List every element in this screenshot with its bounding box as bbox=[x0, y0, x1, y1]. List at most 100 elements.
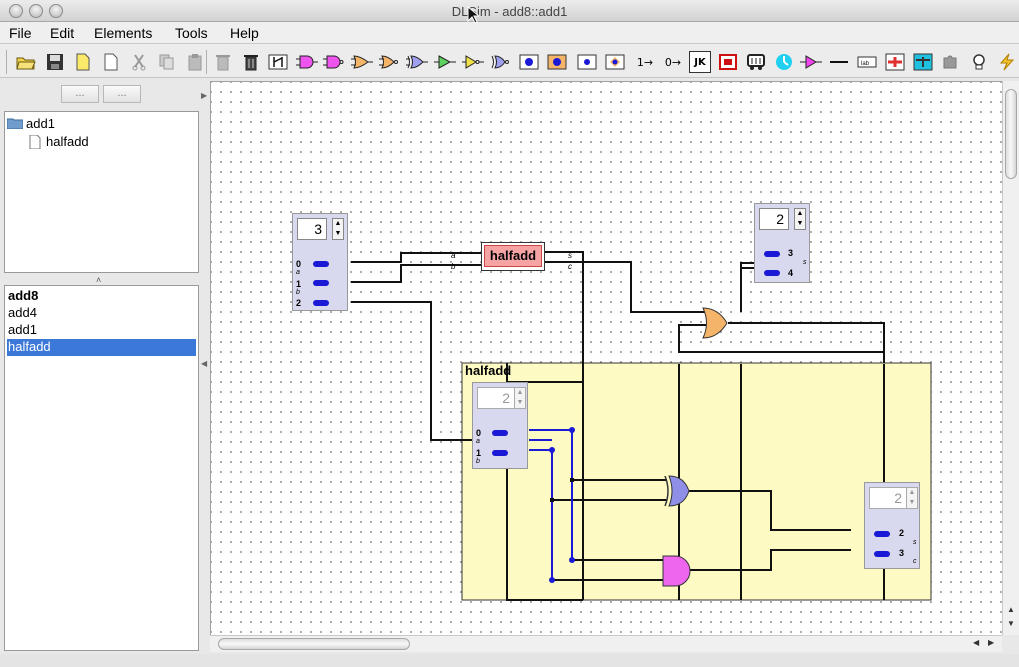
output-blue-icon[interactable] bbox=[576, 51, 598, 73]
and-gate-magenta-icon[interactable] bbox=[296, 51, 318, 73]
pin-label: 2 bbox=[296, 298, 302, 308]
count-field[interactable]: 2 bbox=[869, 487, 907, 509]
toggle-switch[interactable] bbox=[313, 300, 329, 306]
or-gate[interactable] bbox=[702, 307, 728, 339]
panel-button-1[interactable]: ... bbox=[61, 85, 99, 103]
pin-label: 1 bbox=[476, 448, 482, 458]
sub-input-module[interactable]: 2 ▲▼ 0 a 1 b bbox=[472, 382, 528, 469]
menu-tools[interactable]: Tools bbox=[175, 25, 208, 41]
list-item[interactable]: add4 bbox=[8, 305, 37, 320]
window-title: DLSim - add8::add1 bbox=[451, 4, 568, 19]
lightning-icon[interactable] bbox=[996, 51, 1018, 73]
input-blue-icon[interactable] bbox=[518, 51, 540, 73]
count-field[interactable]: 2 bbox=[759, 208, 789, 230]
close-window-button[interactable] bbox=[9, 4, 23, 18]
collapse-arrow-icon[interactable]: ▶ bbox=[201, 91, 208, 100]
count-field[interactable]: 2 bbox=[477, 387, 515, 409]
tristate-icon[interactable] bbox=[800, 51, 822, 73]
stepper-icon[interactable]: ▲▼ bbox=[332, 218, 344, 240]
nand-gate-magenta-icon[interactable] bbox=[323, 51, 345, 73]
stepper-icon[interactable]: ▲▼ bbox=[794, 208, 806, 230]
tree-child[interactable]: halfadd bbox=[46, 134, 89, 149]
vertical-scrollbar[interactable]: ▲ ▼ bbox=[1002, 81, 1019, 635]
buffer-green-icon[interactable] bbox=[434, 51, 456, 73]
circuit-canvas[interactable]: 3 ▲▼ 0 a 1 b 2 halfadd a b s c 2 ▲▼ 3 4 … bbox=[210, 81, 1002, 635]
list-item[interactable]: add1 bbox=[8, 322, 37, 337]
title-bar: DLSim - add8::add1 bbox=[0, 0, 1019, 22]
halfadd-label: halfadd bbox=[484, 245, 542, 267]
minimize-window-button[interactable] bbox=[29, 4, 43, 18]
cut-icon[interactable] bbox=[128, 51, 150, 73]
svg-text:lab: lab bbox=[861, 61, 870, 67]
probe-cyan-icon[interactable] bbox=[912, 51, 934, 73]
probe-red-icon[interactable] bbox=[884, 51, 906, 73]
menu-file[interactable]: File bbox=[9, 25, 32, 41]
horizontal-scroll-thumb[interactable] bbox=[218, 638, 410, 650]
bus-icon[interactable] bbox=[745, 51, 767, 73]
scroll-down-icon[interactable]: ▼ bbox=[1007, 619, 1015, 628]
wire-icon[interactable] bbox=[828, 51, 850, 73]
scroll-up-icon[interactable]: ▲ bbox=[1007, 605, 1015, 614]
tree-root[interactable]: add1 bbox=[26, 116, 55, 131]
pin-label: c bbox=[568, 262, 572, 271]
copy-icon[interactable] bbox=[156, 51, 178, 73]
text-label-icon[interactable]: lab bbox=[856, 51, 878, 73]
horizontal-scrollbar[interactable]: ◀ ▶ bbox=[210, 635, 1002, 652]
paste-icon[interactable] bbox=[184, 51, 206, 73]
puzzle-icon[interactable] bbox=[940, 51, 962, 73]
split-icon[interactable] bbox=[267, 51, 289, 73]
collapse-left-arrow-icon[interactable]: ◀ bbox=[201, 359, 208, 368]
count-field[interactable]: 3 bbox=[297, 218, 327, 240]
scroll-right-icon[interactable]: ▶ bbox=[988, 638, 995, 647]
trash-icon[interactable] bbox=[240, 51, 262, 73]
open-folder-icon[interactable] bbox=[15, 51, 37, 73]
input-module-top[interactable]: 3 ▲▼ 0 a 1 b 2 bbox=[292, 213, 348, 311]
scroll-left-icon[interactable]: ◀ bbox=[973, 638, 980, 647]
mouse-cursor-icon bbox=[467, 5, 481, 24]
panel-button-2[interactable]: ... bbox=[103, 85, 141, 103]
blank-file-icon[interactable] bbox=[100, 51, 122, 73]
output-led bbox=[764, 251, 780, 257]
xor-gate-blue-icon[interactable] bbox=[406, 51, 428, 73]
toggle-switch[interactable] bbox=[313, 280, 329, 286]
list-item[interactable]: add8 bbox=[8, 288, 39, 303]
or-gate-orange-icon[interactable] bbox=[351, 51, 373, 73]
toggle-switch[interactable] bbox=[492, 430, 508, 436]
menu-edit[interactable]: Edit bbox=[50, 25, 75, 41]
delete-icon[interactable] bbox=[212, 51, 234, 73]
jk-flipflop-icon[interactable]: JK bbox=[689, 51, 711, 73]
toggle-switch[interactable] bbox=[313, 261, 329, 267]
pin-label: 4 bbox=[788, 268, 794, 278]
stepper-icon[interactable]: ▲▼ bbox=[514, 387, 526, 409]
xnor-gate-blue-icon[interactable] bbox=[490, 51, 512, 73]
stepper-icon[interactable]: ▲▼ bbox=[906, 487, 918, 509]
zoom-window-button[interactable] bbox=[49, 4, 63, 18]
new-file-icon[interactable] bbox=[72, 51, 94, 73]
list-item-selected[interactable]: halfadd bbox=[7, 339, 196, 356]
menu-help[interactable]: Help bbox=[230, 25, 259, 41]
save-icon[interactable] bbox=[44, 51, 66, 73]
menu-elements[interactable]: Elements bbox=[94, 25, 153, 41]
const-one-icon[interactable]: 1→ bbox=[636, 55, 654, 69]
inverter-yellow-icon[interactable] bbox=[462, 51, 484, 73]
and-gate[interactable] bbox=[662, 555, 691, 587]
toggle-switch[interactable] bbox=[492, 450, 508, 456]
register-icon[interactable] bbox=[717, 51, 739, 73]
output-led bbox=[874, 531, 890, 537]
pin-label: s bbox=[568, 251, 572, 260]
output-orange-icon[interactable] bbox=[604, 51, 626, 73]
splitter-handle-icon[interactable]: ˄ bbox=[96, 275, 102, 285]
nor-gate-orange-icon[interactable] bbox=[379, 51, 401, 73]
vertical-scroll-thumb[interactable] bbox=[1005, 89, 1017, 179]
input-orange-icon[interactable] bbox=[546, 51, 568, 73]
xor-gate[interactable] bbox=[664, 475, 690, 507]
clock-icon[interactable] bbox=[773, 51, 795, 73]
subcircuit-box[interactable] bbox=[461, 362, 932, 601]
output-module-top[interactable]: 2 ▲▼ 3 4 s bbox=[754, 203, 810, 283]
halfadd-block[interactable]: halfadd bbox=[481, 242, 545, 271]
pin-label: 0 bbox=[476, 428, 482, 438]
const-zero-icon[interactable]: 0→ bbox=[664, 55, 682, 69]
lightbulb-icon[interactable] bbox=[968, 51, 990, 73]
sub-output-module[interactable]: 2 ▲▼ 2 3 s c bbox=[864, 482, 920, 569]
